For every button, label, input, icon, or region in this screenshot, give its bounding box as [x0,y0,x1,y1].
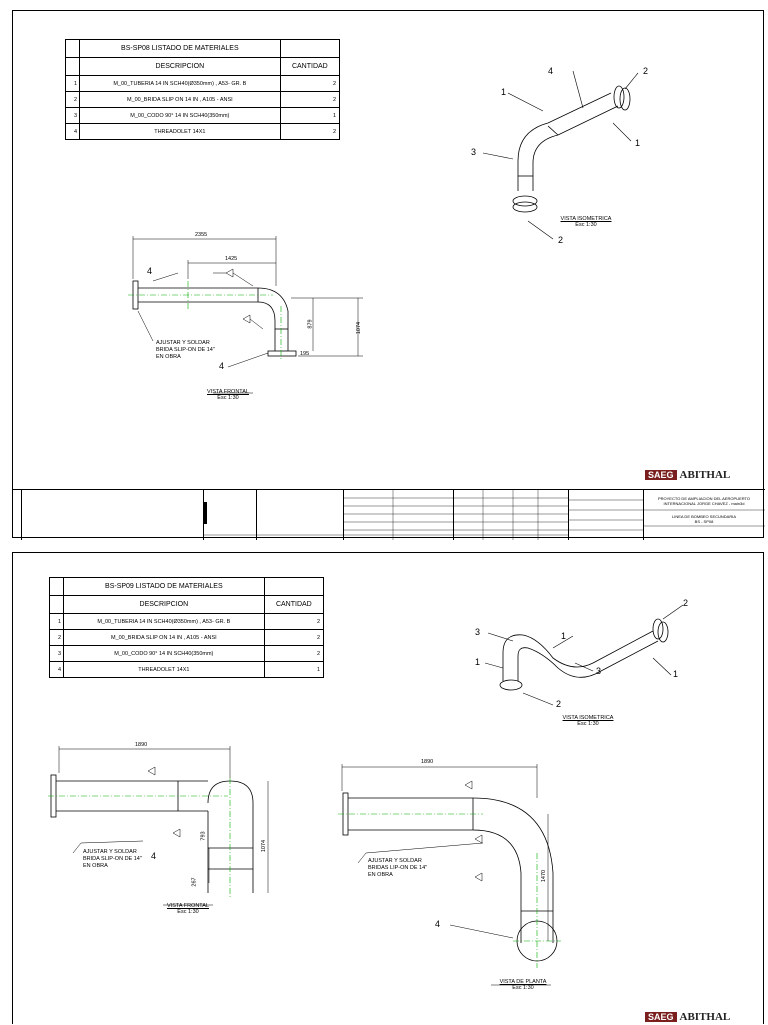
drawing-sheet-1: BS-SP08 LISTADO DE MATERIALES DESCRIPCIO… [12,10,765,540]
centerline [48,778,561,968]
front-pipe-sp09 [50,774,254,893]
sheet2-drawing [48,604,684,986]
sheet1-drawing [128,70,639,394]
title-block-grid [203,490,765,540]
bom-table-sp08: BS-SP08 LISTADO DE MATERIALES DESCRIPCIO… [65,39,341,140]
drawing-sheet-2: BS-SP09 LISTADO DE MATERIALES DESCRIPCIO… [12,552,764,1024]
front-pipe-sp08 [132,280,297,357]
centerline [128,281,282,361]
iso-pipe-sp09 [499,618,669,691]
iso-pipe-sp08 [512,85,631,213]
bom-table-sp09: BS-SP09 LISTADO DE MATERIALES DESCRIPCIO… [49,577,325,678]
